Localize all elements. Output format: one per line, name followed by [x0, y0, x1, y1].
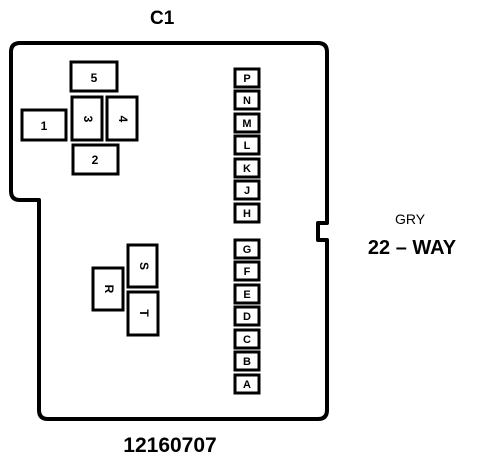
connector-way-label: 22 – WAY: [368, 237, 457, 259]
cavity-t-label: T: [137, 309, 151, 317]
connector-color-label: GRY: [395, 211, 426, 227]
connector-part-number: 12160707: [123, 434, 216, 457]
cavity-t: [126, 290, 160, 337]
pin-g: [233, 238, 261, 260]
pin-column-bottom: G F E D C B A: [233, 238, 261, 395]
cavity-4-label: 4: [116, 116, 130, 123]
cavity-r: [91, 266, 125, 312]
pin-k-label: K: [243, 163, 251, 175]
cavity-2-label: 2: [92, 153, 99, 167]
pin-f-label: F: [244, 266, 251, 278]
cavity-1-label: 1: [41, 119, 48, 133]
pin-n: [233, 89, 261, 111]
pin-f: [233, 260, 261, 282]
cavity-2: [71, 143, 120, 176]
pin-l-label: L: [244, 140, 251, 152]
pin-g-label: G: [243, 244, 252, 256]
cavity-s: [126, 243, 159, 289]
pin-column-top: P N M L K J H: [233, 67, 261, 224]
pin-c-label: C: [243, 334, 251, 346]
pin-k: [233, 157, 261, 179]
pin-e: [233, 283, 261, 305]
cavity-5: [69, 60, 119, 93]
cavity-1: [20, 108, 68, 142]
cavity-s-label: S: [137, 262, 151, 270]
pin-e-label: E: [243, 289, 250, 301]
cavity-4: [105, 95, 139, 142]
pin-h: [233, 202, 261, 224]
pin-j: [233, 179, 261, 201]
pin-j-label: J: [244, 185, 250, 197]
pin-d: [233, 305, 261, 327]
cavity-3: [70, 95, 104, 142]
connector-title: C1: [150, 8, 175, 29]
pin-p-label: P: [243, 73, 250, 85]
upper-cavity-group: 5 1 3 4 2: [20, 60, 139, 176]
pin-b-label: B: [243, 356, 251, 368]
pin-d-label: D: [243, 311, 251, 323]
cavity-5-label: 5: [91, 71, 98, 85]
pin-l: [233, 134, 261, 156]
pin-m-label: M: [242, 118, 251, 130]
pin-m: [233, 112, 261, 134]
pin-a-label: A: [243, 379, 251, 391]
cavity-3-label: 3: [81, 116, 95, 123]
connector-housing-outline: [9, 41, 329, 421]
pin-b: [233, 350, 261, 372]
pin-n-label: N: [243, 95, 251, 107]
lower-cavity-group: S R T: [91, 243, 160, 337]
pin-c: [233, 328, 261, 350]
pin-p: [233, 67, 261, 89]
cavity-r-label: R: [102, 285, 116, 294]
pin-a: [233, 373, 261, 395]
pin-h-label: H: [243, 208, 251, 220]
